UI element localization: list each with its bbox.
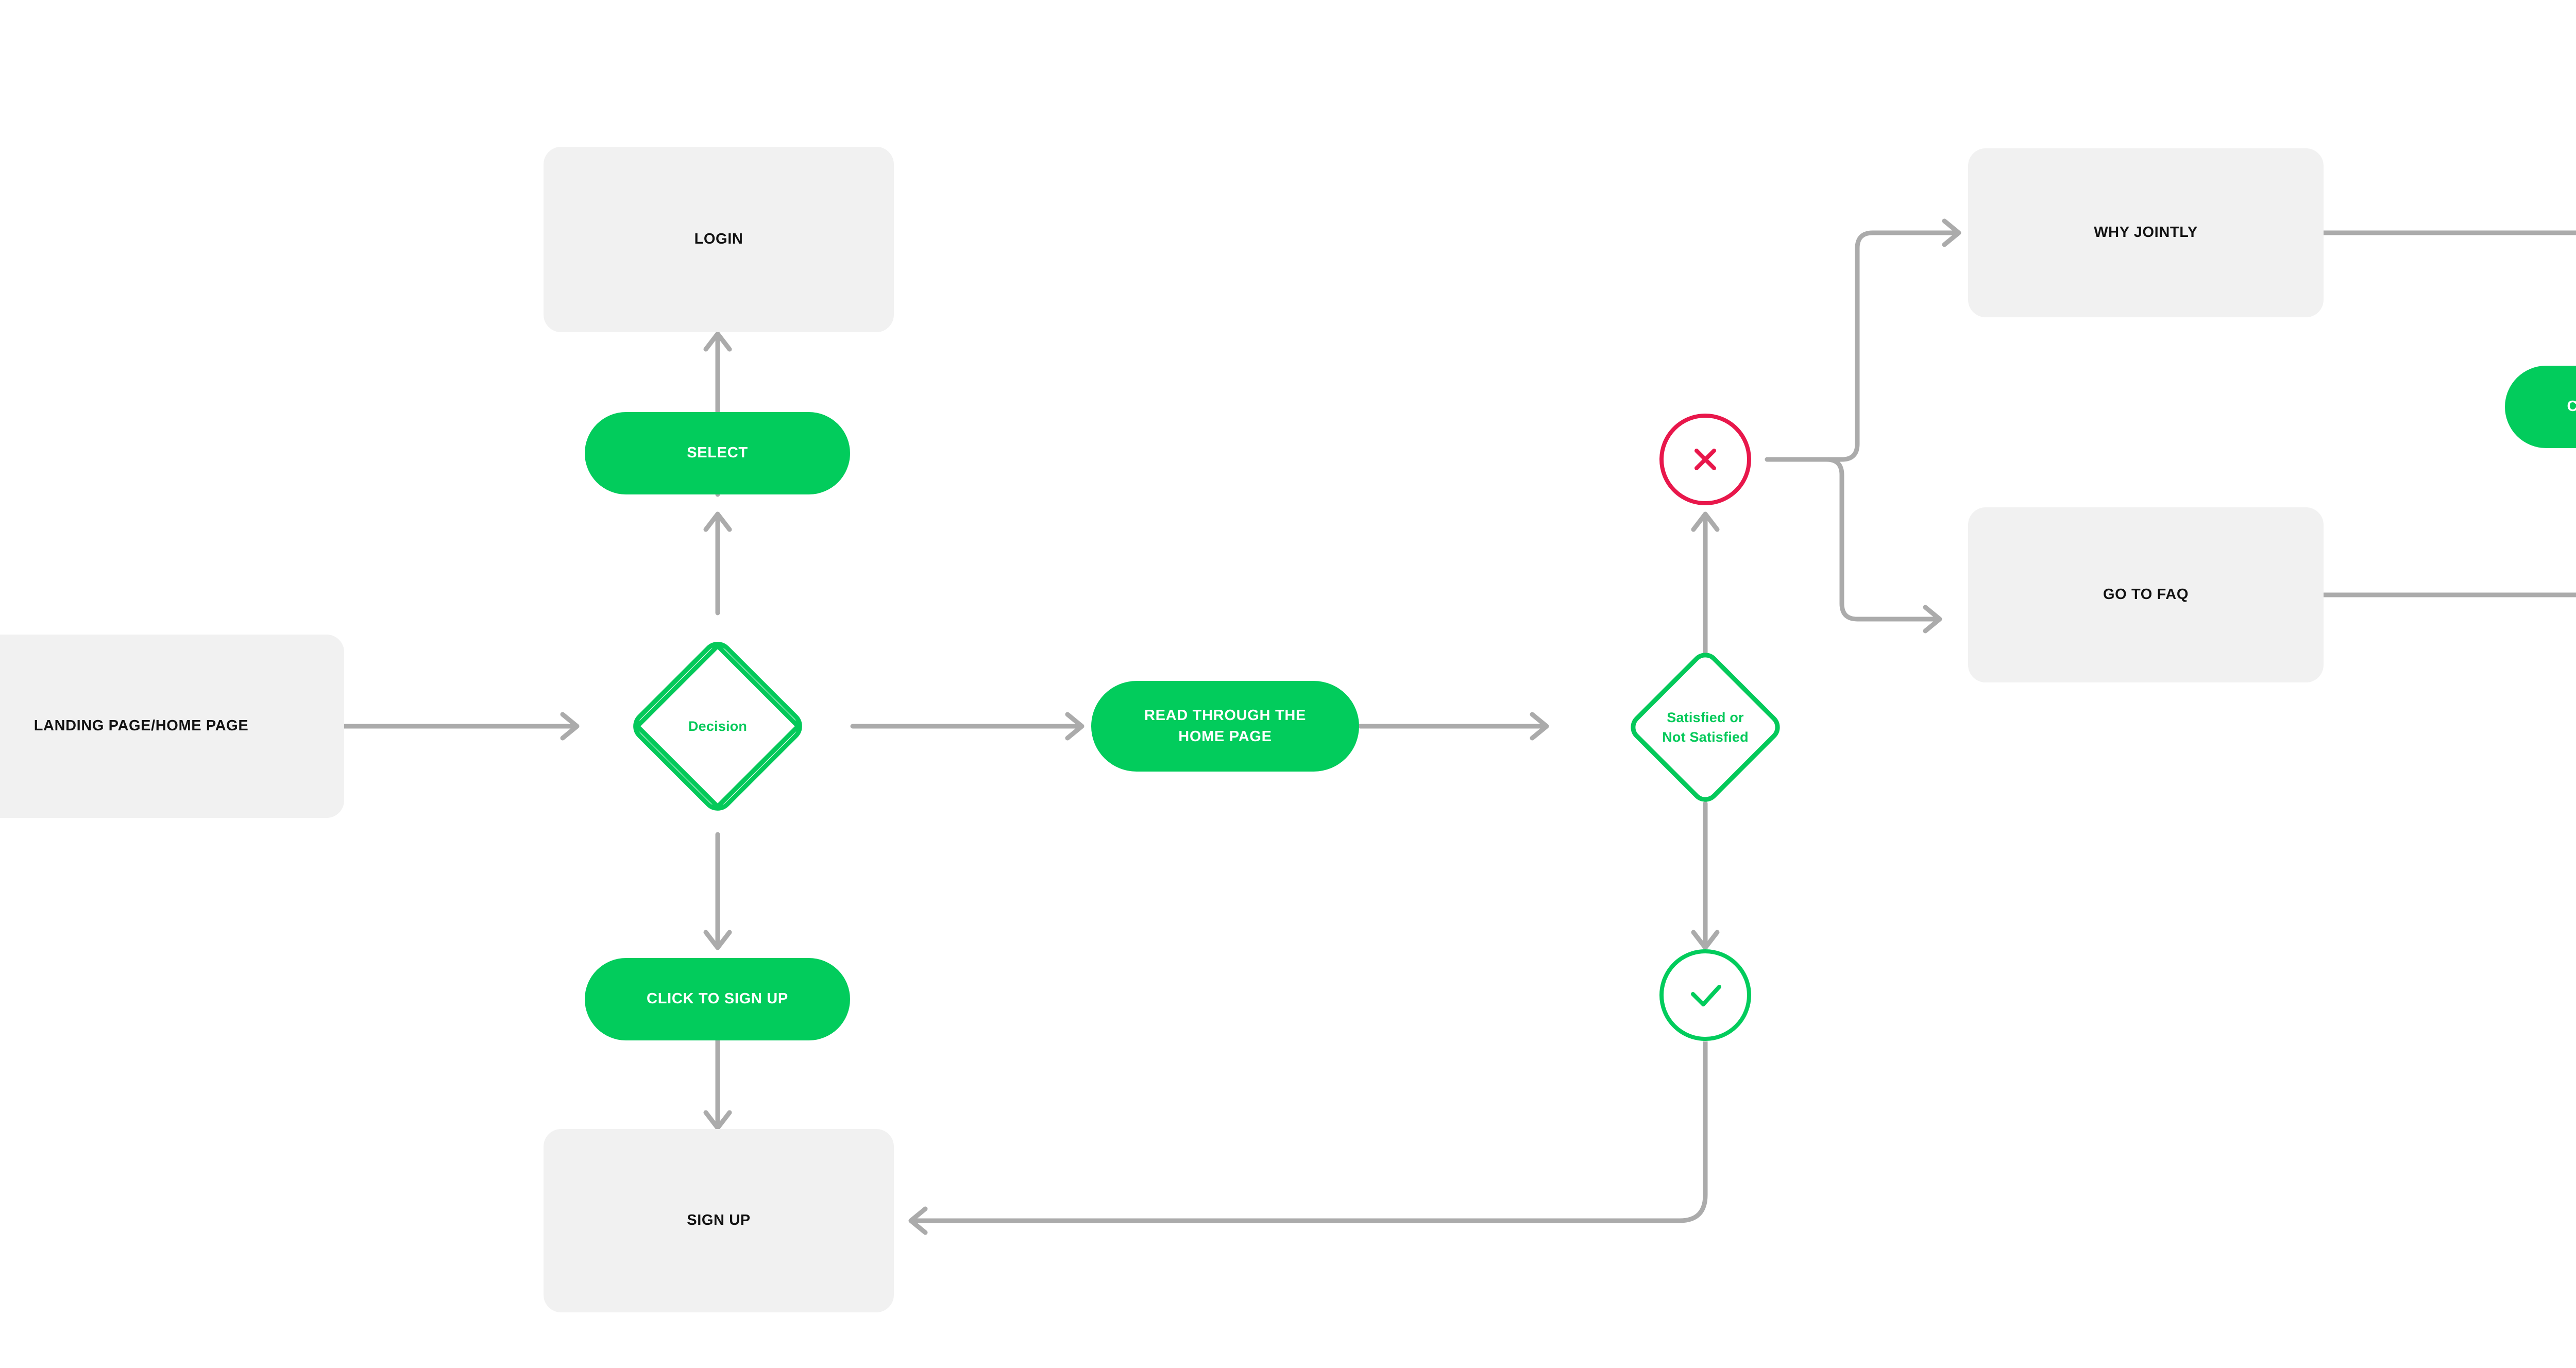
node-label-line-1: READ THROUGH THE bbox=[1144, 707, 1307, 724]
diamond-outline-decision bbox=[633, 642, 802, 811]
edge-decision-to-click-sign-up bbox=[703, 832, 732, 950]
node-label-line-1: Satisfied or bbox=[1667, 709, 1744, 725]
node-label-landing-page: LANDING PAGE/HOME PAGE bbox=[33, 717, 249, 734]
node-decision[interactable]: Decision bbox=[630, 639, 805, 814]
edge-decision-to-read-home bbox=[850, 712, 1084, 741]
close-x-icon bbox=[1659, 414, 1751, 505]
node-login[interactable]: LOGIN bbox=[544, 147, 894, 332]
node-satisfied-status[interactable] bbox=[1659, 949, 1752, 1041]
edge-not-satisfied-to-why-jointly bbox=[1765, 218, 1961, 462]
node-label-login: LOGIN bbox=[694, 231, 743, 248]
edge-satisfaction-to-satisfied bbox=[1691, 801, 1720, 950]
node-satisfaction-decision[interactable]: Satisfied or Not Satisfied bbox=[1628, 650, 1783, 805]
node-why-jointly[interactable]: WHY JOINTLY bbox=[1968, 148, 2324, 317]
node-click-to-sign-up-left[interactable]: CLICK TO SIGN UP bbox=[585, 958, 850, 1040]
edge-satisfaction-to-not-satisfied bbox=[1691, 511, 1720, 657]
node-sign-up[interactable]: SIGN UP bbox=[544, 1129, 894, 1312]
node-landing-page[interactable]: LANDING PAGE/HOME PAGE bbox=[0, 635, 344, 818]
node-read-through-home-page[interactable]: READ THROUGH THE HOME PAGE bbox=[1091, 681, 1359, 772]
edge-read-home-to-satisfaction bbox=[1358, 712, 1549, 741]
node-label-line-2: Not Satisfied bbox=[1662, 729, 1749, 745]
edge-click-sign-up-to-sign-up bbox=[703, 1038, 732, 1131]
check-mark-icon bbox=[1659, 949, 1751, 1041]
node-click-to-sign-up-right[interactable]: CLICK TO SIGN UP bbox=[2505, 366, 2576, 448]
node-label-satisfaction: Satisfied or Not Satisfied bbox=[1662, 708, 1749, 747]
node-label-click-to-sign-up-left: CLICK TO SIGN UP bbox=[647, 990, 788, 1007]
edge-satisfied-to-sign-up bbox=[908, 1038, 1708, 1235]
diamond-outline-satisfaction bbox=[1631, 653, 1780, 802]
node-label-go-to-faq: GO TO FAQ bbox=[2103, 586, 2189, 603]
node-not-satisfied-status[interactable] bbox=[1659, 413, 1752, 506]
node-go-to-faq[interactable]: GO TO FAQ bbox=[1968, 507, 2324, 682]
node-label-read-through-home-page: READ THROUGH THE HOME PAGE bbox=[1144, 705, 1306, 747]
node-label-sign-up: SIGN UP bbox=[687, 1212, 751, 1229]
node-label-click-to-sign-up-right: CLICK TO SIGN UP bbox=[2567, 398, 2576, 415]
node-label-decision: Decision bbox=[688, 718, 748, 734]
node-label-line-2: HOME PAGE bbox=[1178, 728, 1272, 745]
edge-why-jointly-to-click-sign-up bbox=[2321, 230, 2576, 235]
node-label-why-jointly: WHY JOINTLY bbox=[2094, 224, 2198, 241]
node-select[interactable]: SELECT bbox=[585, 412, 850, 494]
edge-decision-to-select bbox=[703, 511, 732, 615]
node-label-select: SELECT bbox=[687, 444, 748, 461]
edge-not-satisfied-to-go-to-faq bbox=[1765, 457, 1942, 634]
edge-go-to-faq-to-click-sign-up bbox=[2321, 592, 2576, 597]
edge-landing-to-decision bbox=[342, 712, 580, 741]
